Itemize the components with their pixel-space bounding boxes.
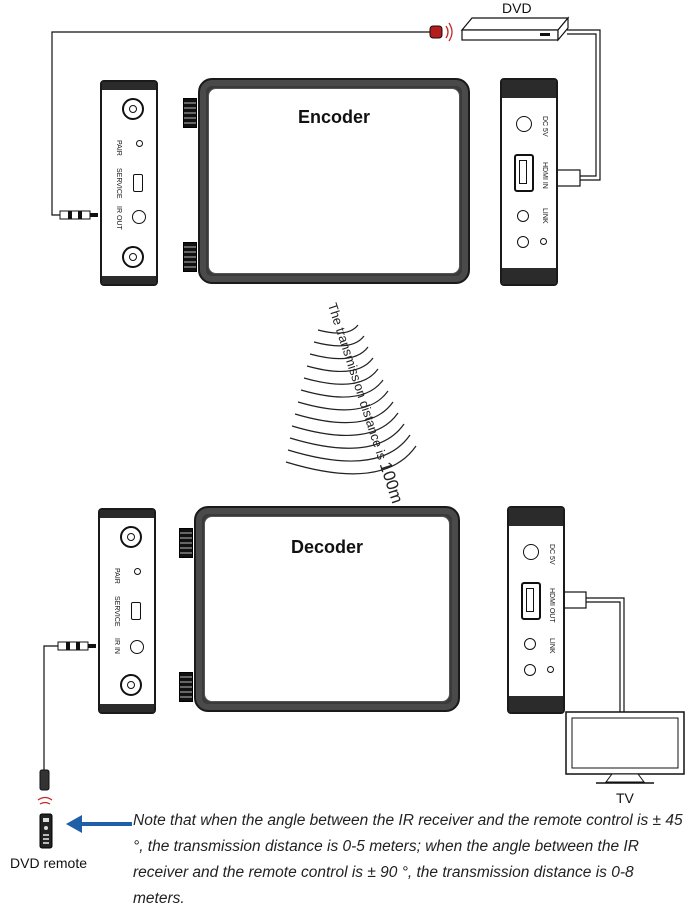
antenna-connector-icon [120, 526, 142, 548]
hdmi-out-port [521, 582, 541, 620]
service-port [131, 602, 141, 620]
panel-band [502, 80, 556, 98]
panel-band [509, 696, 563, 712]
antenna-icon [183, 242, 197, 272]
tv-hdmi-cable [561, 591, 625, 712]
encoder-left-panel: PAIR SERVICE IR OUT [100, 80, 158, 286]
panel-band [509, 508, 563, 526]
dc-5v-label: DC 5V [541, 116, 548, 137]
hdmi-in-label: HDMI IN [541, 162, 548, 189]
hdmi-in-port [514, 154, 534, 192]
link-label: LINK [548, 638, 555, 654]
encoder-right-panel: DC 5V HDMI IN LINK [500, 78, 558, 286]
dc-5v-label: DC 5V [548, 544, 555, 565]
link-label: LINK [541, 208, 548, 224]
antenna-connector-icon [122, 98, 144, 120]
encoder-title: Encoder [297, 107, 371, 127]
pair-label: PAIR [113, 568, 120, 584]
antenna-icon [183, 98, 197, 128]
ir-out-jack [132, 210, 146, 224]
panel-band [102, 82, 156, 90]
panel-band [100, 510, 154, 518]
ir-emitter-cable [51, 31, 430, 216]
pair-label: PAIR [115, 140, 122, 156]
dvd-remote-label: DVD remote [10, 855, 88, 871]
ir-receiver-icon [37, 769, 53, 805]
pair-button[interactable] [136, 140, 143, 147]
pair-button[interactable] [134, 568, 141, 575]
decoder-left-panel: PAIR SERVICE IR IN [98, 508, 156, 714]
antenna-icon [179, 672, 193, 702]
ir-in-label: IR IN [113, 638, 120, 654]
antenna-connector-icon [122, 246, 144, 268]
ir-out-label: IR OUT [115, 206, 122, 230]
tv-label: TV [616, 790, 634, 806]
ir-in-jack [130, 640, 144, 654]
link-led [517, 210, 529, 222]
service-label: SERVICE [115, 168, 122, 199]
link-led [524, 638, 536, 650]
power-led [524, 664, 536, 676]
antenna-connector-icon [120, 674, 142, 696]
dvd-player-icon [460, 16, 570, 42]
ir-receiver-cable [43, 645, 60, 770]
indicator-dot [540, 238, 547, 245]
encoder-body: Encoder [198, 78, 470, 284]
dvd-label: DVD [502, 0, 532, 16]
panel-band [100, 704, 154, 712]
decoder-body: Decoder [194, 506, 460, 712]
wireless-wave-icon [285, 324, 417, 475]
note-text: Note that when the angle between the IR … [133, 812, 683, 907]
dvd-hdmi-cable [555, 29, 601, 187]
ir-emitter-icon [429, 22, 453, 42]
panel-band [502, 268, 556, 284]
pointer-arrow-icon [66, 815, 132, 833]
panel-band [102, 276, 156, 284]
encoder-ir-plug [59, 210, 98, 220]
decoder-ir-plug [57, 641, 96, 651]
power-led [517, 236, 529, 248]
antenna-icon [179, 528, 193, 558]
service-label: SERVICE [113, 596, 120, 627]
dc-5v-jack [516, 116, 532, 132]
decoder-right-panel: DC 5V HDMI OUT LINK [507, 506, 565, 714]
dc-5v-jack [523, 544, 539, 560]
hdmi-out-label: HDMI OUT [548, 588, 555, 623]
encoder-face: Encoder [208, 88, 460, 274]
tv-icon [565, 711, 685, 784]
remote-control-icon [39, 813, 53, 849]
decoder-title: Decoder [290, 537, 364, 557]
decoder-face: Decoder [204, 516, 450, 702]
service-port [133, 174, 143, 192]
indicator-dot [547, 666, 554, 673]
